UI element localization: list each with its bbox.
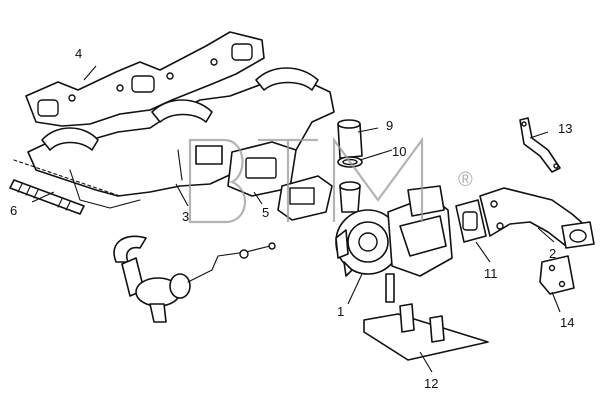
part-9-sleeve	[337, 119, 363, 159]
callout-4: 4	[75, 46, 82, 61]
part-4-manifold-gasket	[25, 31, 265, 127]
part-11-outlet-gasket	[455, 199, 487, 243]
part-1-turbocharger	[335, 185, 453, 303]
part-3-exhaust-manifold	[27, 67, 335, 209]
wastegate-actuator	[113, 235, 276, 323]
callout-1: 1	[337, 304, 344, 319]
registered-mark: ®	[458, 169, 473, 191]
callout-12: 12	[424, 376, 438, 391]
part-6-stud	[9, 179, 85, 215]
callout-5: 5	[262, 205, 269, 220]
part-2-exhaust-elbow	[479, 187, 595, 249]
leader-lines	[31, 65, 561, 373]
callout-14: 14	[560, 315, 574, 330]
part-12-heat-shield	[363, 303, 489, 361]
callout-13: 13	[558, 121, 572, 136]
callout-10: 10	[392, 144, 406, 159]
callout-2: 2	[549, 246, 556, 261]
part-5-flange-gasket	[227, 141, 333, 221]
part-14-bracket-plate	[539, 255, 575, 295]
callout-6: 6	[10, 203, 17, 218]
callout-3: 3	[182, 209, 189, 224]
turbo-inlet-pipe	[339, 181, 361, 213]
callout-11: 11	[484, 266, 498, 281]
callout-9: 9	[386, 118, 393, 133]
part-13-support-bracket	[519, 117, 561, 173]
btm-watermark-logo: ®	[188, 136, 473, 224]
